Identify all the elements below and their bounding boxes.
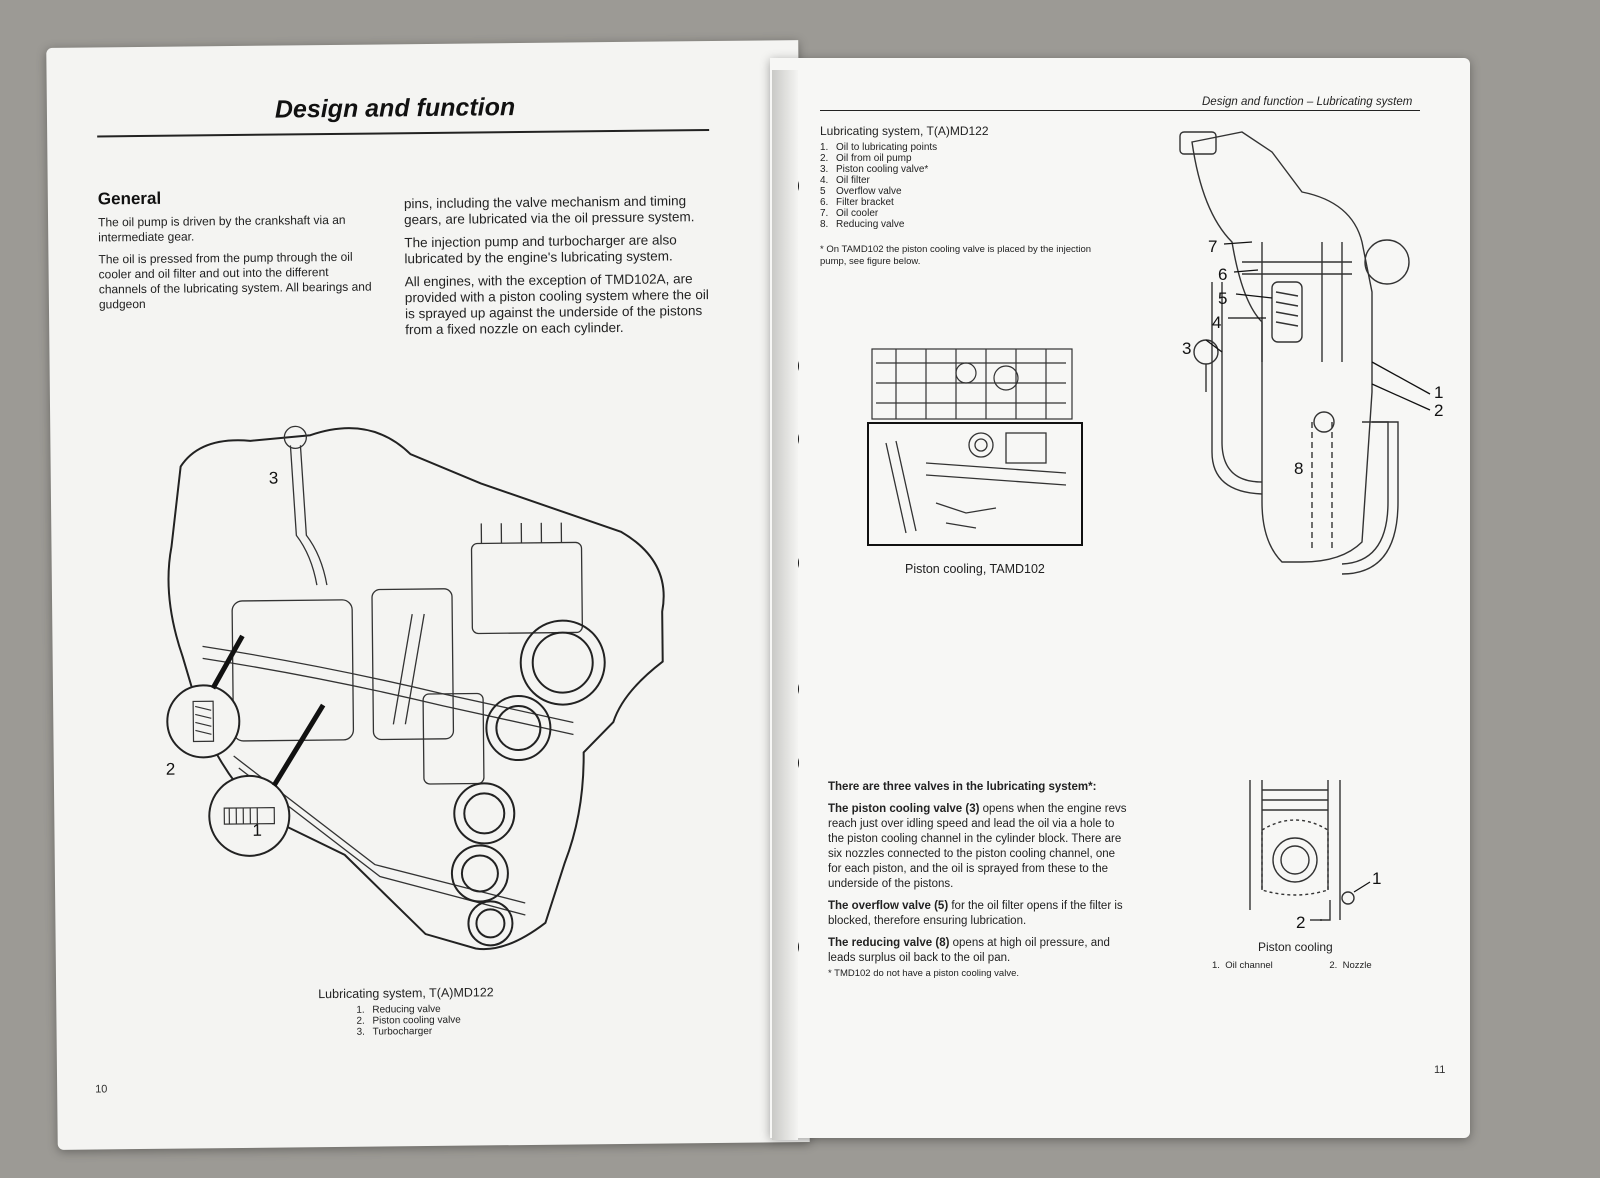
paragraph: The injection pump and turbocharger are … — [404, 232, 677, 267]
callout-6: 6 — [1218, 265, 1227, 284]
legend-item: 2. Nozzle — [1329, 960, 1372, 971]
header-rule — [820, 110, 1420, 111]
chapter-rule — [97, 129, 710, 137]
callout-1: 1 — [1372, 869, 1381, 888]
system-legend: 1.Oil to lubricating points 2.Oil from o… — [820, 142, 937, 230]
running-header: Design and function – Lubricating system — [1202, 96, 1413, 108]
tamd102-caption: Piston cooling, TAMD102 — [905, 562, 1045, 576]
legend-item: 8.Reducing valve — [820, 219, 905, 230]
legend-title: Lubricating system, T(A)MD122 — [820, 124, 989, 138]
valves-heading: There are three valves in the lubricatin… — [828, 781, 1097, 793]
callout-3: 3 — [269, 469, 279, 488]
left-page: Design and function General The oil pump… — [46, 40, 810, 1150]
valves-note: * TMD102 do not have a piston cooling va… — [828, 968, 1019, 979]
callout-1: 1 — [252, 821, 262, 840]
page-number: 10 — [95, 1083, 108, 1096]
open-manual-spread: Design and function General The oil pump… — [40, 40, 1480, 1160]
paragraph: The oil is pressed from the pump through… — [98, 249, 372, 312]
piston-cooling-caption: Piston cooling — [1258, 940, 1333, 954]
figure-legend: 1.Reducing valve 2.Piston cooling valve … — [356, 1004, 461, 1038]
valve-paragraph: The overflow valve (5) for the oil filte… — [828, 900, 1123, 927]
right-page: Design and function – Lubricating system… — [770, 58, 1470, 1138]
callout-5: 5 — [1218, 289, 1227, 308]
section-heading: General — [97, 188, 162, 209]
callout-8: 8 — [1294, 459, 1303, 478]
page-number: 11 — [1434, 1064, 1446, 1076]
piston-cooling-illustration: 1 2 — [1249, 780, 1381, 932]
valve-paragraph: The reducing valve (8) opens at high oil… — [828, 937, 1110, 964]
valves-text: There are three valves in the lubricatin… — [828, 780, 1128, 973]
book-gutter — [772, 70, 798, 1140]
callout-2: 2 — [1434, 401, 1443, 420]
callout-3: 3 — [1182, 339, 1191, 358]
legend-item: 7.Oil cooler — [820, 208, 879, 219]
chapter-title: Design and function — [274, 93, 516, 124]
legend-item: 2.Oil from oil pump — [820, 153, 912, 164]
text-column-1: The oil pump is driven by the crankshaft… — [98, 213, 375, 320]
legend-item: 2.Piston cooling valve — [356, 1014, 461, 1027]
paragraph: All engines, with the exception of TMD10… — [404, 271, 709, 338]
valve-paragraph: The piston cooling valve (3) opens when … — [828, 803, 1127, 890]
callout-4: 4 — [1212, 313, 1221, 332]
legend-item: 4.Oil filter — [820, 175, 870, 186]
text-column-2: pins, including the valve mechanism and … — [404, 193, 716, 345]
legend-item: 3.Turbocharger — [356, 1025, 433, 1038]
legend-item: 6.Filter bracket — [820, 197, 894, 208]
legend-note: * On TAMD102 the piston cooling valve is… — [820, 244, 1092, 267]
piston-legend: 1. Oil channel 2. Nozzle — [1212, 960, 1372, 971]
figure-caption: Lubricating system, T(A)MD122 — [318, 985, 494, 1002]
legend-item: 3.Piston cooling valve* — [820, 164, 929, 175]
callout-2: 2 — [166, 760, 176, 779]
piston-cooling-tamd102-illustration — [867, 348, 1083, 546]
paragraph: The oil pump is driven by the crankshaft… — [98, 212, 346, 245]
callout-2: 2 — [1296, 913, 1305, 932]
legend-item: 1. Oil channel — [1212, 960, 1273, 971]
callout-7: 7 — [1208, 237, 1217, 256]
engine-lubrication-illustration: 3 2 1 — [166, 425, 665, 951]
legend-item: 1.Oil to lubricating points — [820, 142, 938, 153]
lubricating-system-schematic: 7 6 5 4 3 1 2 8 — [1179, 131, 1443, 575]
callout-1: 1 — [1434, 383, 1443, 402]
paragraph: pins, including the valve mechanism and … — [403, 193, 695, 228]
